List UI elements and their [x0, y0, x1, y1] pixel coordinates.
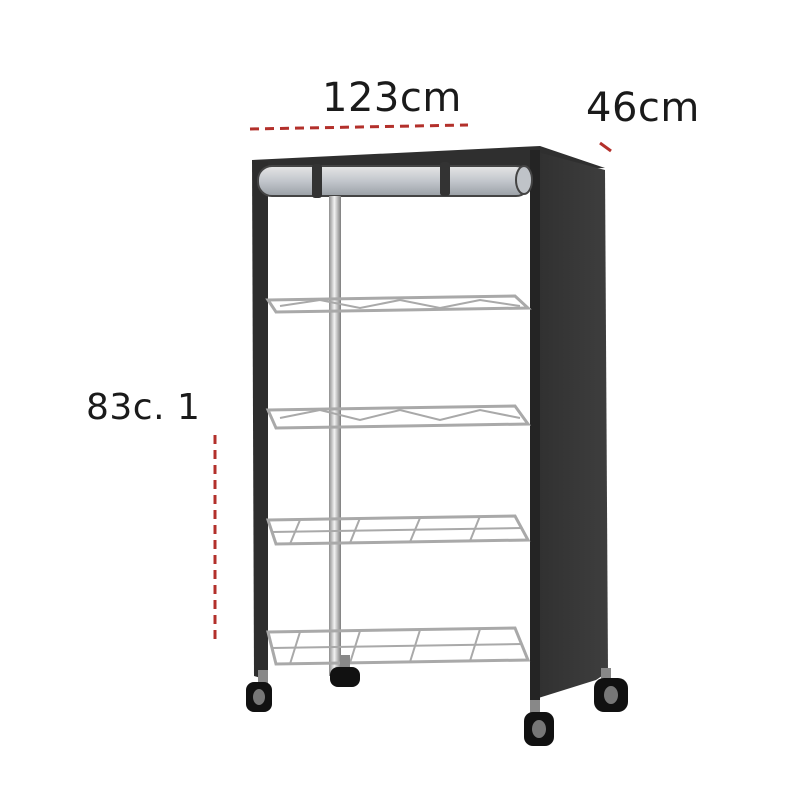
wheel-back-left — [330, 655, 360, 687]
wire-shelf-2 — [265, 404, 531, 430]
wire-shelf-3 — [265, 514, 531, 546]
wheel-front-right — [524, 700, 554, 746]
width-measure-line — [249, 123, 469, 131]
chrome-pole — [329, 196, 341, 676]
wire-shelves — [265, 294, 532, 666]
depth-dimension-label: 46cm — [586, 85, 700, 131]
top-rod — [257, 162, 533, 198]
caster-wheels — [246, 655, 628, 746]
wire-shelf-4 — [266, 626, 531, 666]
wire-shelf-1 — [265, 294, 532, 314]
wheel-back-right — [594, 668, 628, 712]
wheel-front-left — [246, 670, 272, 712]
width-dimension-label: 123cm — [322, 75, 462, 121]
height-dimension-label: 83c. 1 — [86, 387, 201, 428]
depth-measure-line — [599, 141, 612, 153]
rack-cover — [252, 146, 608, 702]
